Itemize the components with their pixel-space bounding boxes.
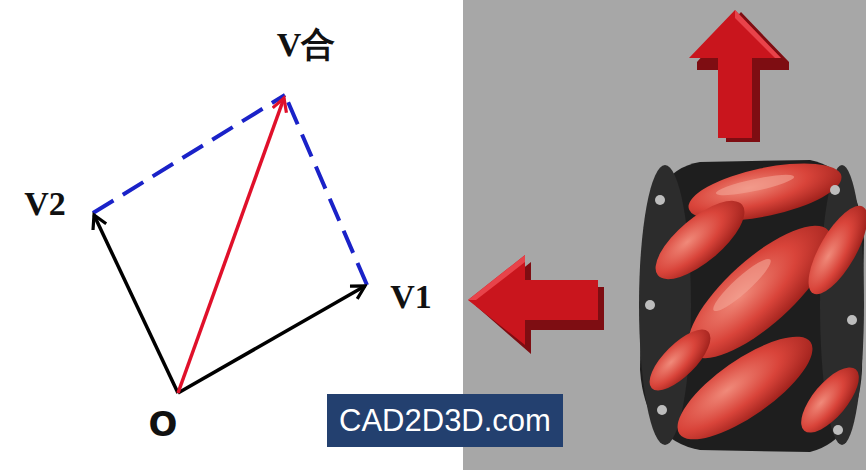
direction-arrow: [689, 10, 781, 138]
dashed-line: [285, 95, 367, 285]
mecanum-wheel: [639, 152, 866, 457]
watermark-text: CAD2D3D.com: [339, 405, 551, 436]
vector-label: V合: [277, 28, 336, 62]
origin-label: O: [149, 407, 178, 441]
resultant-arrow: [178, 98, 284, 393]
direction-arrow: [468, 255, 598, 345]
watermark-box: CAD2D3D.com: [327, 394, 563, 447]
vector-arrow: [94, 215, 178, 393]
arrow-highlight: [468, 255, 525, 300]
vector-label: V1: [390, 280, 432, 314]
vector-label: V2: [24, 187, 66, 221]
vector-arrow: [178, 286, 365, 393]
dashed-line: [93, 95, 285, 213]
arrow-highlight: [735, 10, 781, 58]
